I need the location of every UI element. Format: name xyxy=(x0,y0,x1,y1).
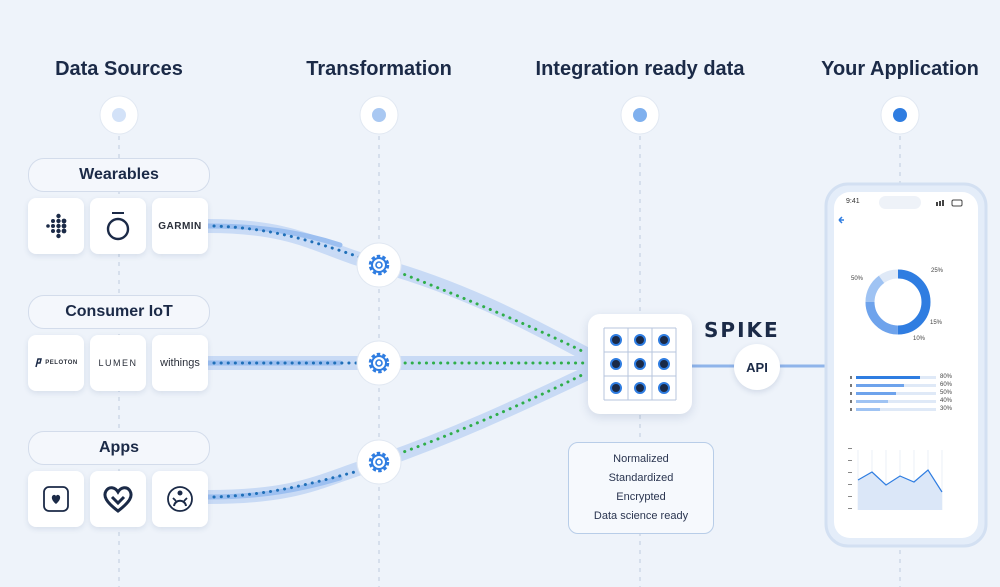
oura-logo-icon xyxy=(106,212,130,241)
flow-band-wearables xyxy=(201,219,597,363)
data-hub xyxy=(588,314,692,414)
list-pct-1: 80% xyxy=(940,374,953,380)
phone-notch xyxy=(879,196,921,209)
heart-app-icon xyxy=(103,486,133,513)
group-label-wearables: Wearables xyxy=(28,158,210,192)
status-icons xyxy=(936,199,963,207)
api-badge[interactable]: API xyxy=(734,344,780,390)
donut-label-10: 10% xyxy=(913,336,926,342)
donut-label-50: 50% xyxy=(851,276,864,282)
apple-health-tile[interactable] xyxy=(28,471,84,527)
back-arrow-icon xyxy=(838,216,844,224)
column-title-application: Your Application xyxy=(821,58,979,80)
column-title-transformation: Transformation xyxy=(306,58,452,80)
garmin-tile[interactable]: GARMIN xyxy=(152,198,208,254)
column-title-integration: Integration ready data xyxy=(535,58,745,80)
group-label-consumer-iot: Consumer IoT xyxy=(28,295,210,329)
flow-band-apps xyxy=(201,365,597,504)
feature-standardized: Standardized xyxy=(608,472,674,484)
samsung-health-tile[interactable] xyxy=(152,471,208,527)
list-pct-2: 60% xyxy=(940,382,953,388)
peloton-tile[interactable]: PELOTON xyxy=(28,335,84,391)
gear-icon xyxy=(356,242,402,288)
fitbit-logo-icon xyxy=(46,213,67,239)
data-grid-icon xyxy=(603,327,677,401)
donut-chart xyxy=(865,269,931,335)
list-pct-4: 40% xyxy=(940,398,953,404)
phone-mockup xyxy=(824,182,988,548)
feature-normalized: Normalized xyxy=(613,453,669,465)
peloton-wordmark: PELOTON xyxy=(45,360,78,366)
flow-band-core-3 xyxy=(205,475,343,500)
lumen-logo-icon: LUMEN xyxy=(98,358,138,368)
samsung-health-icon xyxy=(167,486,193,512)
oura-tile[interactable] xyxy=(90,198,146,254)
gear-nodes xyxy=(356,242,402,485)
withings-logo-icon: withings xyxy=(160,357,200,369)
dotted-link-apps-out xyxy=(396,372,586,456)
garmin-logo-icon: GARMIN xyxy=(158,220,202,232)
flow-band-core-1 xyxy=(205,223,343,248)
heart-app-tile[interactable] xyxy=(90,471,146,527)
list-pct-5: 30% xyxy=(940,406,953,412)
dotted-link-wearables-out xyxy=(396,270,586,354)
column-title-data-sources: Data Sources xyxy=(55,58,183,80)
progress-list xyxy=(850,376,936,411)
phone-status-time: 9:41 xyxy=(846,198,860,205)
feature-data-science-ready: Data science ready xyxy=(593,510,689,522)
dotted-link-wearables-in xyxy=(212,224,364,260)
donut-label-15: 15% xyxy=(930,320,943,326)
stage-dots xyxy=(99,95,920,135)
peloton-logo-icon: PELOTON xyxy=(34,358,77,368)
lumen-tile[interactable]: LUMEN xyxy=(90,335,146,391)
apple-health-icon xyxy=(43,486,69,512)
donut-label-25: 25% xyxy=(931,268,944,274)
spike-logo: SPIKE xyxy=(704,318,780,342)
data-features-box: Normalized Standardized Encrypted Data s… xyxy=(568,442,714,534)
group-label-apps: Apps xyxy=(28,431,210,465)
gear-icon xyxy=(356,340,402,386)
gear-icon xyxy=(356,439,402,485)
feature-encrypted: Encrypted xyxy=(616,491,666,503)
area-chart xyxy=(848,448,943,510)
withings-tile[interactable]: withings xyxy=(152,335,208,391)
list-pct-3: 50% xyxy=(940,390,953,396)
fitbit-tile[interactable] xyxy=(28,198,84,254)
